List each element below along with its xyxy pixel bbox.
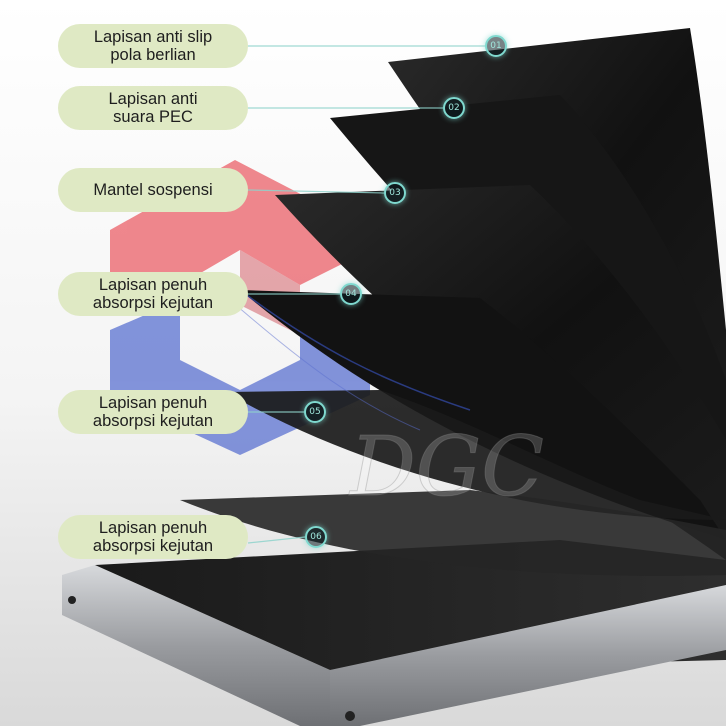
layer-label-05-line2: absorpsi kejutan [92,412,214,430]
layer-marker-02: 02 [443,97,465,119]
layer-label-03-line1: Mantel sospensi [93,181,213,199]
layer-marker-06: 06 [305,526,327,548]
layer-label-03: Mantel sospensi [58,168,248,212]
layer-marker-03: 03 [384,182,406,204]
layer-label-04-line2: absorpsi kejutan [92,294,214,312]
layer-label-05-line1: Lapisan penuh [98,394,208,412]
layer-sheets [180,28,726,576]
leader-lines [247,45,485,544]
layer-label-02-line1: Lapisan anti [108,90,198,108]
layer-label-05: Lapisan penuh absorpsi kejutan [58,390,248,434]
layer-label-04-line1: Lapisan penuh [98,276,208,294]
layer-label-06: Lapisan penuh absorpsi kejutan [58,515,248,559]
layer-marker-01: 01 [485,35,507,57]
layer-label-06-line2: absorpsi kejutan [92,537,214,555]
sheet-04 [240,290,726,540]
layer-marker-04: 04 [340,283,362,305]
layer-label-02-line2: suara PEC [113,108,193,126]
sheet-05 [225,390,726,520]
layer-label-06-line1: Lapisan penuh [98,519,208,537]
layer-label-02: Lapisan anti suara PEC [58,86,248,130]
layer-label-01-line2: pola berlian [110,46,196,64]
sheet-06 [180,490,726,576]
layer-label-01: Lapisan anti slip pola berlian [58,24,248,68]
watermark-text: DGC [348,420,544,515]
layer-marker-05: 05 [304,401,326,423]
layer-label-04: Lapisan penuh absorpsi kejutan [58,272,248,316]
layer-label-01-line1: Lapisan anti slip [93,28,213,46]
